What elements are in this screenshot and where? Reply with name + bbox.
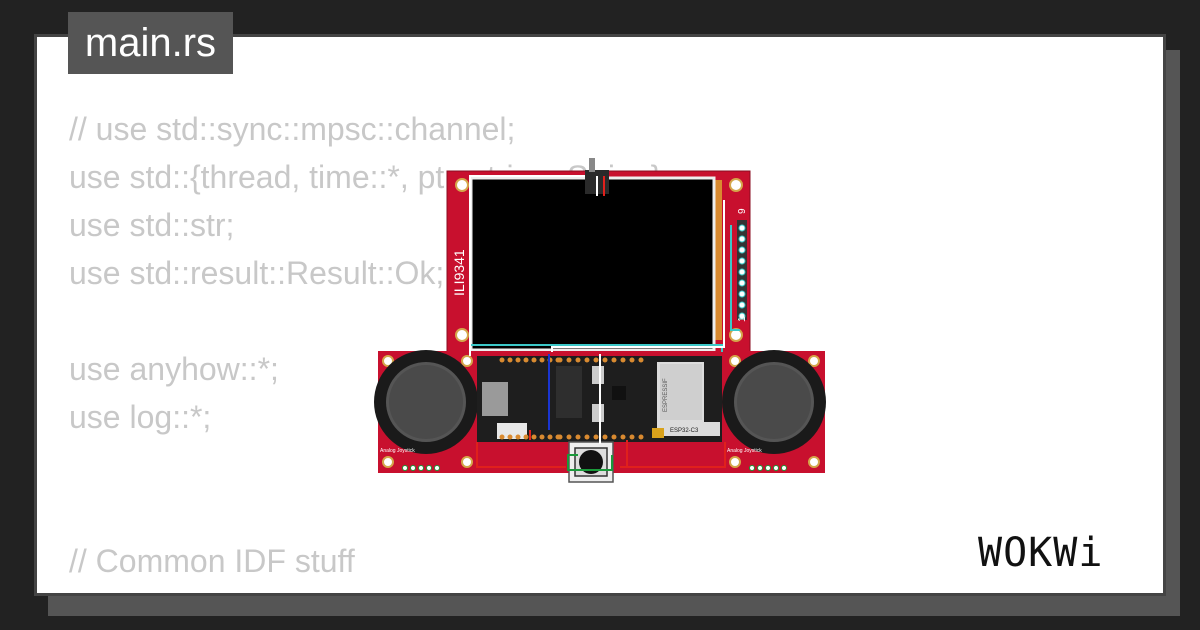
ili9341-display[interactable] xyxy=(446,170,751,357)
esp-pin xyxy=(515,357,521,363)
esp-pin xyxy=(611,434,617,440)
right-joystick[interactable] xyxy=(722,350,826,454)
joystick-pin xyxy=(781,465,787,471)
esp-pin xyxy=(629,434,635,440)
esp-pin xyxy=(575,434,581,440)
display-pin xyxy=(738,246,746,254)
esp-pin xyxy=(584,357,590,363)
display-pin-last-label: 9 xyxy=(737,208,748,214)
display-pin xyxy=(738,312,746,320)
esp-pin xyxy=(515,434,521,440)
joystick-pin xyxy=(426,465,432,471)
joystick-pin xyxy=(757,465,763,471)
esp-pin xyxy=(620,357,626,363)
code-line: // use std::sync::mpsc::channel; xyxy=(69,111,516,147)
joystick-pin xyxy=(765,465,771,471)
code-line: use log::*; xyxy=(69,399,212,435)
esp-pin xyxy=(539,434,545,440)
left-joystick[interactable] xyxy=(374,350,478,454)
joystick-pin xyxy=(402,465,408,471)
file-tab[interactable]: main.rs xyxy=(68,12,233,74)
joystick-pin xyxy=(434,465,440,471)
esp-pin xyxy=(523,434,529,440)
esp-pin xyxy=(531,434,537,440)
esp-pin xyxy=(557,434,563,440)
display-pin xyxy=(738,257,746,265)
svg-text:WOKWi: WOKWi xyxy=(978,530,1103,574)
esp-pin xyxy=(575,357,581,363)
slide-switch[interactable] xyxy=(585,158,609,196)
display-pin xyxy=(738,290,746,298)
esp-module-label: ESP32-C3 xyxy=(670,428,699,434)
code-line: use std::str; xyxy=(69,207,235,243)
esp-pin xyxy=(638,434,644,440)
esp-pin xyxy=(547,434,553,440)
display-pin xyxy=(738,279,746,287)
display-pin xyxy=(738,301,746,309)
esp-pin xyxy=(620,434,626,440)
esp-pin xyxy=(566,357,572,363)
display-pin xyxy=(738,224,746,232)
code-line: use std::result::Result::Ok; xyxy=(69,255,445,291)
esp-pin xyxy=(507,357,513,363)
left-joystick-label: Analog Joystick xyxy=(380,448,415,454)
esp-pin xyxy=(507,434,513,440)
esp-pin xyxy=(611,357,617,363)
joystick-pin xyxy=(773,465,779,471)
esp-pin xyxy=(629,357,635,363)
esp-pin xyxy=(584,434,590,440)
joystick-pin xyxy=(749,465,755,471)
display-pin xyxy=(738,268,746,276)
esp-pin xyxy=(499,357,505,363)
code-line: use anyhow::*; xyxy=(69,351,279,387)
esp-brand-label: ESPRESSIF xyxy=(663,378,669,412)
esp-pin xyxy=(557,357,563,363)
wokwi-logo: WOKWi xyxy=(978,530,1103,574)
esp-pin xyxy=(539,357,545,363)
esp-pin xyxy=(566,434,572,440)
code-line: // Common IDF stuff xyxy=(69,543,355,579)
right-joystick-label: Analog Joystick xyxy=(727,448,762,454)
wiring xyxy=(469,175,740,471)
esp-pin xyxy=(638,357,644,363)
code-line: use esp_idf_hal::peripherals::*; xyxy=(69,585,670,593)
display-pin-first-label: 1 xyxy=(737,316,748,322)
joystick-pin xyxy=(410,465,416,471)
push-button[interactable] xyxy=(568,441,614,483)
joystick-pin xyxy=(418,465,424,471)
display-label: ILI9341 xyxy=(451,249,467,296)
esp-pin xyxy=(593,357,599,363)
esp-pin xyxy=(531,357,537,363)
display-pin xyxy=(738,235,746,243)
esp-pin xyxy=(602,434,608,440)
esp-pin xyxy=(523,357,529,363)
esp-pin xyxy=(593,434,599,440)
esp-pin xyxy=(602,357,608,363)
esp-pin xyxy=(499,434,505,440)
